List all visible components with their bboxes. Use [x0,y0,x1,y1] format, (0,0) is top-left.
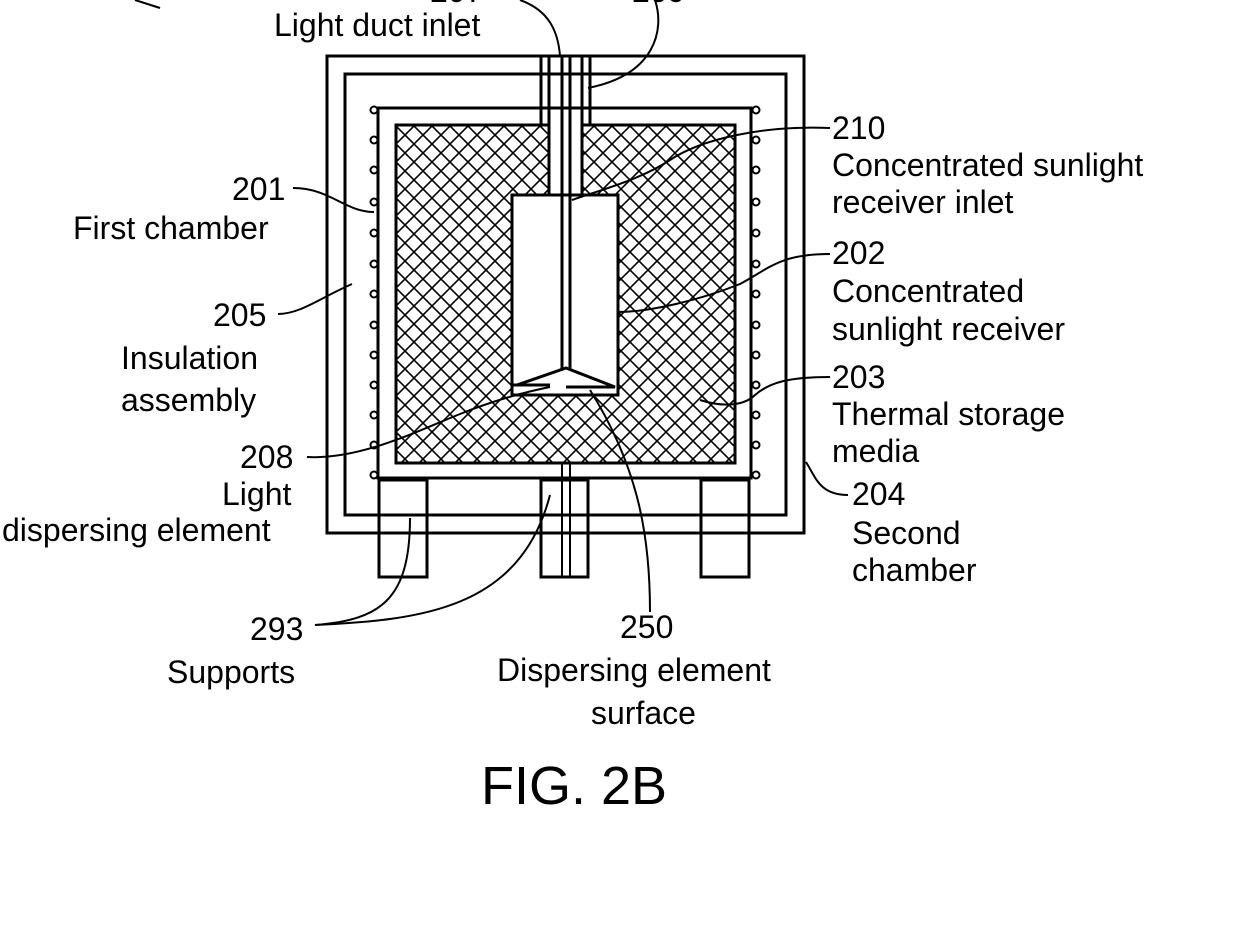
receiver-inlet-label-1: Concentrated sunlight [832,147,1143,183]
receiver-inlet-num: 210 [832,110,885,146]
storage-num: 203 [832,359,885,395]
supports-num: 293 [250,611,303,647]
first-chamber-label: First chamber [73,210,269,246]
insulation-label-2: assembly [121,382,256,418]
first-chamber-num: 201 [232,171,285,207]
support-center [541,480,588,577]
receiver-label-1: Concentrated [832,273,1024,309]
second-chamber-label-1: Second [852,515,961,551]
dispersing-label-1: Light [222,476,292,512]
insulation-label-1: Insulation [121,340,258,376]
insulation-num: 205 [213,297,266,333]
receiver-label-2: sunlight receiver [832,311,1065,347]
supports-label: Supports [167,654,295,690]
surface-num: 250 [620,609,673,645]
second-chamber-label-2: chamber [852,552,977,588]
thermal-storage-media [396,125,735,463]
receiver-num: 202 [832,235,885,271]
figure-label: FIG. 2B [481,756,667,816]
concentrated-sunlight-receiver [512,195,618,395]
storage-label-2: media [832,433,919,469]
dispersing-num: 208 [240,439,293,475]
receiver-inlet-label-2: receiver inlet [832,184,1014,220]
duct-num: 209 [632,0,685,9]
surface-label-2: surface [591,695,696,731]
dispersing-label-2: dispersing element [2,512,271,548]
second-chamber-num: 204 [852,476,905,512]
support-left [379,480,427,577]
storage-label-1: Thermal storage [832,396,1065,432]
surface-label-1: Dispersing element [497,652,771,688]
light-duct-inlet-label: Light duct inlet [274,7,480,43]
support-right [701,480,749,577]
